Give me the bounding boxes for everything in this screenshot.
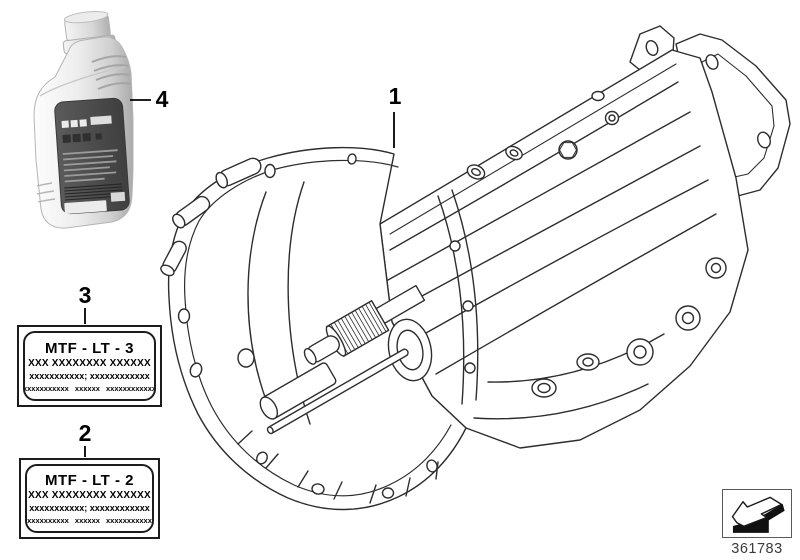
label-title: MTF - LT - 2 xyxy=(44,472,135,489)
gearbox-illustration[interactable] xyxy=(159,25,791,511)
label-line2: xxxxxxxxxxx; xxxxxxxxxxxx xyxy=(29,503,150,513)
label-title: MTF - LT - 3 xyxy=(44,339,135,357)
label-line2: xxxxxxxxxxx; xxxxxxxxxxxx xyxy=(29,370,150,381)
label-mtf-lt-2-inner: MTF - LT - 2 XXX XXXXXXXX XXXXXX xxxxxxx… xyxy=(25,464,154,533)
label-line1: XXX XXXXXXXX XXXXXX xyxy=(28,490,151,501)
bottle-label xyxy=(54,97,130,215)
diagram-number: 361783 xyxy=(731,541,783,557)
label-line3: xxxxxxxxxxx xxxxxx xxxxxxxxxxxx xyxy=(23,383,156,393)
oil-bottle-illustration[interactable] xyxy=(33,9,134,229)
back-arrow-icon xyxy=(731,496,785,533)
label-mtf-lt-3[interactable]: MTF - LT - 3 XXX XXXXXXXX XXXXXX xxxxxxx… xyxy=(17,325,162,407)
back-arrow-button[interactable] xyxy=(722,489,792,538)
label-line3: xxxxxxxxxxx xxxxxx xxxxxxxxxxxx xyxy=(25,516,154,525)
callout-1[interactable]: 1 xyxy=(388,83,402,109)
lower-cylinder xyxy=(259,362,337,420)
callout-2[interactable]: 2 xyxy=(78,420,92,446)
selector-rod xyxy=(266,348,409,435)
bottle-grip-ridges xyxy=(91,55,131,90)
label-mtf-lt-2[interactable]: MTF - LT - 2 XXX XXXXXXXX XXXXXX xxxxxxx… xyxy=(19,458,160,539)
callout-4[interactable]: 4 xyxy=(155,86,169,112)
label-mtf-lt-3-inner: MTF - LT - 3 XXX XXXXXXXX XXXXXX xxxxxxx… xyxy=(23,331,156,401)
callout-3[interactable]: 3 xyxy=(78,282,92,308)
input-shaft xyxy=(303,284,426,365)
label-line1: XXX XXXXXXXX XXXXXX xyxy=(28,357,151,369)
callout-leader-lines xyxy=(84,99,395,457)
